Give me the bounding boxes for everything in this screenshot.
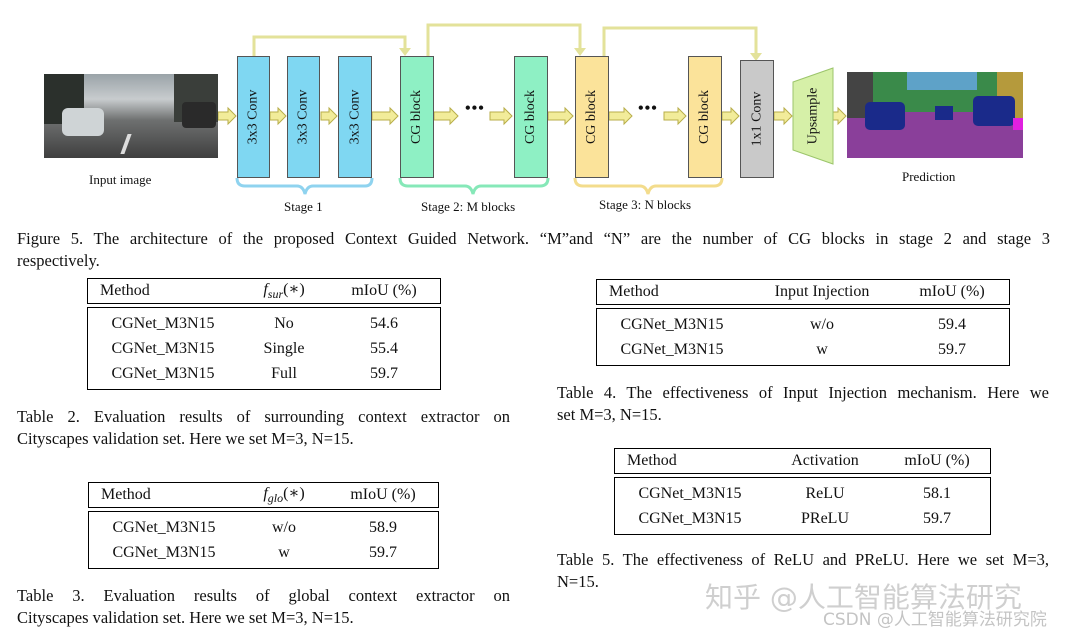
- stage1-label: Stage 1: [284, 199, 323, 214]
- table2-caption-line1: Table 2. Evaluation results of surroundi…: [17, 407, 510, 426]
- table5-caption-line2: N=15.: [557, 572, 599, 591]
- stage3-brace: [573, 177, 724, 195]
- arrow: [547, 106, 574, 126]
- header-miou: mIoU (%): [350, 486, 416, 503]
- header-activation: Activation: [791, 452, 859, 469]
- header-miou: mIoU (%): [351, 282, 417, 299]
- ellipsis: •••: [638, 100, 658, 117]
- table5-header: Method Activation mIoU (%): [614, 448, 991, 474]
- table3-caption-line1: Table 3. Evaluation results of global co…: [17, 586, 510, 605]
- arrow: [371, 106, 399, 126]
- prediction-image: [847, 72, 1023, 158]
- conv1x1-block: 1x1 Conv: [740, 60, 774, 178]
- skip-connection: [252, 35, 407, 56]
- ellipsis: •••: [465, 100, 485, 117]
- table4-header: Method Input Injection mIoU (%): [596, 279, 1010, 305]
- upsample-label: Upsample: [805, 87, 821, 145]
- figure-caption-line1: Figure 5. The architecture of the propos…: [17, 229, 1050, 248]
- table5-body: CGNet_M3N15 ReLU 58.1 CGNet_M3N15 PReLU …: [614, 477, 991, 535]
- table3-body: CGNet_M3N15 w/o 58.9 CGNet_M3N15 w 59.7: [88, 511, 439, 569]
- upsample-block: [792, 67, 834, 165]
- arrow: [489, 106, 513, 126]
- prediction-label: Prediction: [902, 169, 956, 184]
- arrow: [433, 106, 459, 126]
- table3-caption-line2: Cityscapes validation set. Here we set M…: [17, 608, 354, 627]
- header-input-injection: Input Injection: [774, 283, 870, 300]
- table2-body: CGNet_M3N15 No 54.6 CGNet_M3N15 Single 5…: [87, 307, 441, 390]
- table-row: CGNet_M3N15 w/o 58.9: [112, 518, 397, 536]
- cg-block: CG block: [688, 56, 722, 178]
- arrow: [320, 106, 338, 126]
- table-row: CGNet_M3N15 w 59.7: [620, 340, 966, 358]
- header-fglo: fglo(∗): [263, 485, 305, 506]
- header-method: Method: [101, 486, 151, 503]
- table-row: CGNet_M3N15 Single 55.4: [111, 339, 398, 357]
- stage2-brace: [398, 177, 550, 195]
- table3: Method fglo(∗) mIoU (%) CGNet_M3N15 w/o …: [88, 482, 439, 569]
- table-row: CGNet_M3N15 PReLU 59.7: [638, 509, 951, 527]
- skip-connection: [426, 23, 582, 56]
- header-method: Method: [609, 283, 659, 300]
- csdn-watermark: CSDN @人工智能算法研究院: [823, 610, 1047, 630]
- arrow: [608, 106, 633, 126]
- conv3x3-block: 3x3 Conv: [237, 56, 270, 178]
- table4: Method Input Injection mIoU (%) CGNet_M3…: [596, 279, 1010, 366]
- header-fsur: fsur(∗): [263, 281, 305, 302]
- input-image: [44, 74, 218, 158]
- table5: Method Activation mIoU (%) CGNet_M3N15 R…: [614, 448, 991, 535]
- architecture-figure: Input image 3x3 Conv 3x3 Conv 3x3 Conv C…: [0, 0, 1090, 225]
- input-image-label: Input image: [89, 172, 152, 187]
- table-row: CGNet_M3N15 w 59.7: [112, 543, 397, 561]
- table-row: CGNet_M3N15 No 54.6: [111, 314, 398, 332]
- arrow: [217, 106, 237, 126]
- table4-caption-line1: Table 4. The effectiveness of Input Inje…: [557, 383, 1049, 402]
- table2-header: Method fsur(∗) mIoU (%): [87, 278, 441, 304]
- table-row: CGNet_M3N15 ReLU 58.1: [638, 484, 951, 502]
- cg-block: CG block: [575, 56, 609, 178]
- header-miou: mIoU (%): [919, 283, 985, 300]
- conv3x3-block: 3x3 Conv: [338, 56, 372, 178]
- zhihu-watermark: 知乎 @人工智能算法研究: [705, 581, 1022, 614]
- table-row: CGNet_M3N15 w/o 59.4: [620, 315, 966, 333]
- table4-body: CGNet_M3N15 w/o 59.4 CGNet_M3N15 w 59.7: [596, 308, 1010, 366]
- table2-caption-line2: Cityscapes validation set. Here we set M…: [17, 429, 354, 448]
- arrow: [773, 106, 793, 126]
- cg-block: CG block: [514, 56, 548, 178]
- arrow: [663, 106, 687, 126]
- conv3x3-block: 3x3 Conv: [287, 56, 320, 178]
- stage2-label: Stage 2: M blocks: [421, 199, 516, 214]
- header-miou: mIoU (%): [904, 452, 970, 469]
- table2: Method fsur(∗) mIoU (%) CGNet_M3N15 No 5…: [87, 278, 441, 390]
- cg-block: CG block: [400, 56, 434, 178]
- table3-header: Method fglo(∗) mIoU (%): [88, 482, 439, 508]
- stage3-label: Stage 3: N blocks: [599, 197, 692, 212]
- arrow: [721, 106, 740, 126]
- arrow: [269, 106, 287, 126]
- skip-connection: [602, 26, 758, 56]
- table5-caption-line1: Table 5. The effectiveness of ReLU and P…: [557, 550, 1049, 569]
- header-method: Method: [627, 452, 677, 469]
- stage1-brace: [235, 177, 374, 195]
- header-method: Method: [100, 282, 150, 299]
- arrow: [832, 106, 847, 126]
- table4-caption-line2: set M=3, N=15.: [557, 405, 662, 424]
- figure-caption-line2: respectively.: [17, 251, 100, 270]
- figure-connectors: [217, 23, 847, 195]
- table-row: CGNet_M3N15 Full 59.7: [111, 364, 398, 382]
